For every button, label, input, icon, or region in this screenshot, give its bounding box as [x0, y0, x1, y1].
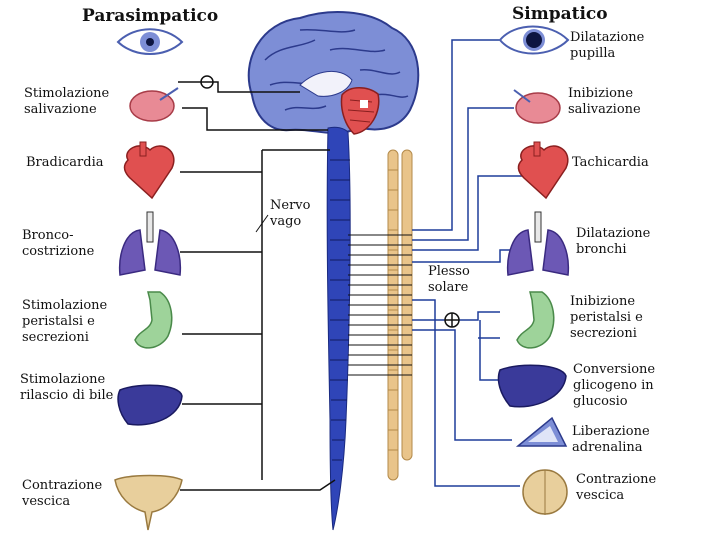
sympathetic-nerves — [412, 39, 530, 487]
label-tachicardia: Tachicardia — [572, 155, 649, 170]
bladder-icon — [114, 474, 183, 531]
label-rilascio-bile: Stimolazione rilascio di bile — [20, 372, 114, 403]
bladder-right-icon — [522, 469, 568, 515]
salivary-gland-icon — [129, 87, 179, 122]
heart-right-icon — [517, 141, 569, 200]
label-inibizione-peristalsi: Inibizione peristalsi e secrezioni — [570, 294, 643, 341]
label-inibizione-salivazione: Inibizione salivazione — [568, 86, 641, 117]
eye-dilated-icon — [498, 25, 570, 55]
label-nervo-vago: Nervo vago — [270, 198, 311, 229]
label-plesso-solare: Plesso solare — [428, 264, 470, 295]
spinal-cord — [326, 126, 351, 531]
label-contrazione-vescica-left: Contrazione vescica — [22, 478, 103, 509]
sympathetic-header: Simpatico — [512, 4, 608, 24]
parasympathetic-header: Parasimpatico — [82, 6, 219, 26]
stomach-icon — [134, 291, 173, 349]
label-conversione-glicogeno: Conversione glicogeno in glucosio — [573, 362, 656, 409]
lungs-icon — [118, 211, 182, 276]
label-contrazione-vescica-right: Contrazione vescica — [576, 472, 657, 503]
brain-illustration — [247, 11, 420, 135]
vagus-pointer — [255, 214, 269, 233]
label-liberazione-adrenalina: Liberazione adrenalina — [572, 424, 650, 455]
parasympathetic-nerves — [178, 75, 336, 491]
label-stimolazione-salivazione: Stimolazione salivazione — [24, 86, 110, 117]
preganglionic-links — [348, 234, 412, 376]
spinal-segments — [330, 159, 350, 461]
label-bradicardia: Bradicardia — [26, 155, 104, 170]
label-dilatazione-bronchi: Dilatazione bronchi — [576, 226, 651, 257]
stomach-right-icon — [516, 291, 555, 349]
liver-icon — [117, 384, 183, 426]
lungs-right-icon — [506, 211, 570, 276]
label-stimolazione-peristalsi: Stimolazione peristalsi e secrezioni — [22, 298, 108, 345]
salivary-gland-right-icon — [513, 89, 561, 124]
adrenal-gland-icon — [515, 416, 568, 447]
label-dilatazione-pupilla: Dilatazione pupilla — [570, 30, 645, 61]
liver-right-icon — [497, 364, 567, 408]
eye-icon — [116, 28, 184, 55]
heart-icon — [123, 141, 175, 200]
label-broncocostrizione: Bronco- costrizione — [22, 228, 95, 259]
